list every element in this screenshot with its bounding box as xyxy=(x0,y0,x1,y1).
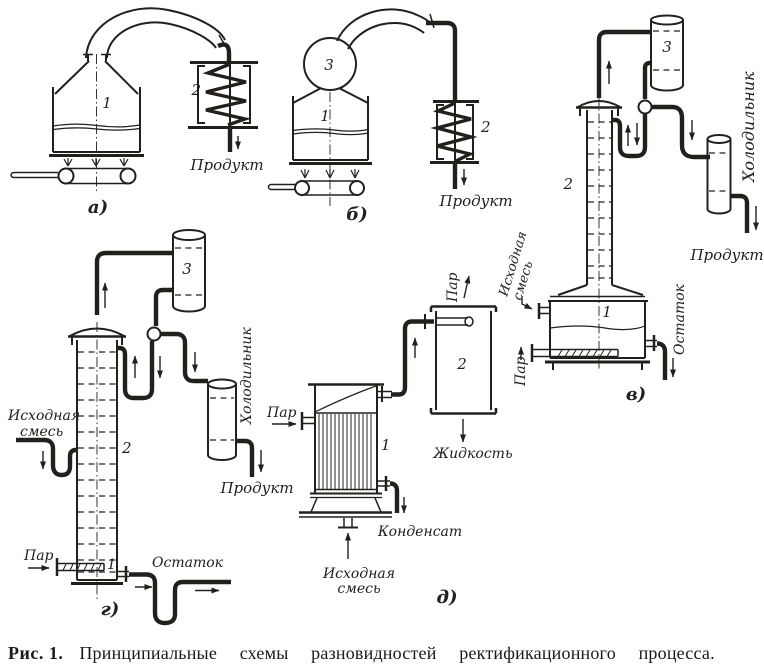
scheme-label-d: д) xyxy=(436,587,457,608)
part-number-coil: 2 xyxy=(480,118,491,136)
figure-caption: Рис. 1. Принципиальные схемы разновиднос… xyxy=(8,643,758,664)
part-number-separator: 2 xyxy=(456,355,467,373)
feed-label-line1: Исходная xyxy=(322,566,395,582)
vapor-riser-pipe xyxy=(94,250,173,315)
feed-label-line1: Исходная xyxy=(7,408,80,424)
coil-condenser xyxy=(188,61,258,152)
part-number-dephlegmator: 3 xyxy=(662,38,672,56)
steam-sparger xyxy=(28,558,105,576)
part-number-sphere: 3 xyxy=(324,56,334,74)
vapor-riser-pipe xyxy=(596,29,651,98)
stream-label-steam-out: Пар xyxy=(445,272,461,303)
part-number-coil: 2 xyxy=(190,81,201,99)
diagram-b: 3 1 2 Продукт б) xyxy=(267,8,513,225)
dephlegmator-vessel xyxy=(172,229,206,313)
separator-vessel xyxy=(429,275,498,443)
steam-inlet xyxy=(272,412,315,430)
label-cooler: Холодильник xyxy=(739,71,758,184)
scheme-label-a: а) xyxy=(88,197,108,218)
swan-neck-pipe xyxy=(85,7,232,63)
part-number-column: 2 xyxy=(121,439,132,457)
diagram-a: 1 2 Продукт а) xyxy=(10,7,264,218)
cooler-vessel xyxy=(706,134,759,233)
stream-label-steam-in: Пар xyxy=(266,405,297,421)
diagram-d: 1 2 Пар Пар Жидкость Конденсат Исходная … xyxy=(266,272,513,608)
still-pot xyxy=(49,53,144,193)
burner xyxy=(10,158,137,185)
feed-label-line2: смесь xyxy=(337,581,380,597)
scheme-label-v: в) xyxy=(626,384,646,405)
feed-arrow xyxy=(521,296,533,310)
burner xyxy=(267,169,365,196)
swan-neck-pipe xyxy=(336,8,458,101)
reflux-valve[interactable] xyxy=(146,326,162,342)
condensate-outlet xyxy=(377,476,407,514)
feed-inlet xyxy=(521,296,550,319)
stream-label-residue: Остаток xyxy=(672,283,688,355)
column xyxy=(557,96,644,370)
diagram-v: 3 2 1 Холодильник Продукт Исходная смесь… xyxy=(496,14,764,405)
stream-label-product: Продукт xyxy=(689,246,763,264)
rectification-schemes-figure: 1 2 Продукт а) xyxy=(7,7,764,626)
label-cooler: Холодильник xyxy=(239,327,255,425)
figure-number: Рис. 1. xyxy=(8,643,64,663)
stream-label-condensate: Конденсат xyxy=(377,524,462,540)
stream-label-product: Продукт xyxy=(219,479,293,497)
part-number-evaporator: 1 xyxy=(381,436,391,454)
vapor-pipe-to-separator xyxy=(377,314,474,402)
stream-label-steam: Пар xyxy=(513,356,529,387)
diagram-g: 3 2 1 Холодильник Продукт Исходная смесь… xyxy=(7,229,294,626)
feed-inlet xyxy=(16,437,78,478)
stream-label-residue: Остаток xyxy=(152,555,224,571)
stream-label-liquid: Жидкость xyxy=(432,446,512,462)
still-pot xyxy=(289,37,372,206)
sphere-dephlegmator xyxy=(303,37,357,91)
figure-caption-text: Принципиальные схемы разновидностей рект… xyxy=(79,643,715,663)
reflux-valve[interactable] xyxy=(637,99,653,115)
coil-condenser xyxy=(430,100,479,189)
part-number-dephlegmator: 3 xyxy=(182,260,192,278)
stream-label-product: Продукт xyxy=(189,156,263,174)
stream-label-product: Продукт xyxy=(438,192,512,210)
still-pot xyxy=(545,295,650,370)
scheme-label-g: г) xyxy=(101,599,120,620)
part-number-still: 1 xyxy=(102,94,112,112)
residue-outlet xyxy=(117,566,231,626)
part-number-still: 1 xyxy=(320,107,330,125)
residue-outlet xyxy=(645,335,676,380)
scheme-label-b: б) xyxy=(346,204,368,225)
part-number-steam-pipe: 1 xyxy=(107,557,116,573)
stream-label-steam: Пар xyxy=(23,548,54,564)
part-number-column: 2 xyxy=(562,175,573,193)
reflux-valve-pipes xyxy=(117,287,208,401)
feed-label-line2: смесь xyxy=(20,424,63,440)
column xyxy=(68,322,126,600)
steam-sparger xyxy=(518,344,619,362)
steam-out-arrow xyxy=(463,275,471,299)
cooler-vessel xyxy=(207,378,264,477)
evaporator-vessel xyxy=(299,383,392,529)
part-number-still: 1 xyxy=(602,303,612,321)
reflux-valve-pipes xyxy=(612,60,710,160)
